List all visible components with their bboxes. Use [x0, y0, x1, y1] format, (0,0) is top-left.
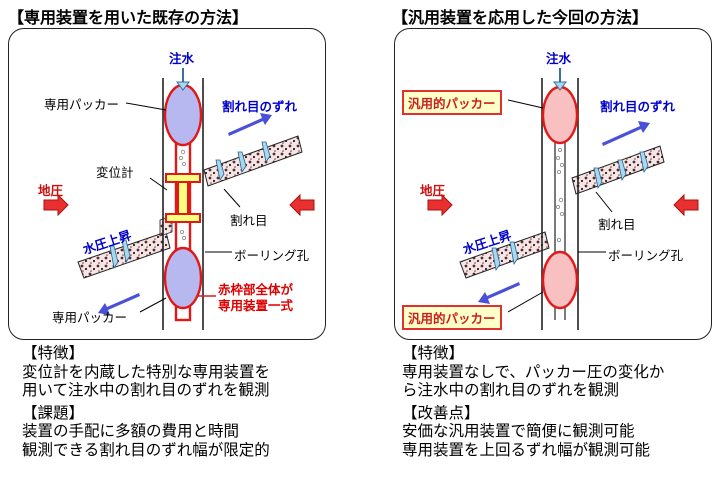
left-ground-pressure-label: 地圧 [38, 183, 64, 198]
left-leader-lines [125, 102, 241, 313]
right-water-bubbles [556, 147, 565, 242]
right-heading: 【汎用装置を応用した今回の方法】 [392, 8, 649, 27]
right-packer-top [541, 85, 579, 145]
right-water-arrow [553, 68, 567, 91]
right-crack-shift-label: 割れ目のずれ [600, 99, 676, 114]
right-ground-pressure-arrows [427, 193, 699, 217]
left-fracture-lower [77, 231, 171, 279]
left-issues-line2: 観測できる割れ目のずれ幅が限定的 [22, 440, 270, 459]
right-fracture-upper [571, 145, 665, 195]
right-ground-pressure-label: 地圧 [420, 183, 446, 198]
left-water-inject-label: 注水 [169, 51, 195, 66]
right-packer-bottom-label: 汎用的パッカー [402, 305, 502, 330]
right-improvements-line2: 専用装置を上回るずれ幅が観測可能 [402, 440, 651, 459]
left-issues-title: 【課題】 [22, 403, 85, 422]
left-red-frame-line2: 専用装置一式 [218, 298, 294, 313]
right-packer-bottom [541, 250, 579, 310]
left-issues-line1: 装置の手配に多額の費用と時間 [22, 422, 240, 440]
left-heading: 【専用装置を用いた既存の方法】 [8, 8, 249, 27]
right-water-inject-label: 注水 [546, 51, 572, 66]
left-packer-bottom [163, 246, 203, 310]
right-borehole-label: ボーリング孔 [608, 248, 684, 263]
left-packer-bottom-label: 専用パッカー [52, 310, 128, 325]
left-displacement-label: 変位計 [96, 165, 134, 180]
right-leader-lines [507, 99, 613, 313]
left-features-title: 【特徴】 [22, 344, 85, 362]
right-fracture-lower [459, 231, 550, 279]
left-crack-shift-label: 割れ目のずれ [222, 99, 298, 114]
left-displacement-gauge [165, 173, 201, 223]
left-pressure-arrows [109, 141, 271, 270]
left-red-frame-note: 赤枠部全体が 専用装置一式 [218, 282, 293, 314]
left-water-bubbles [178, 149, 186, 240]
left-diagram-panel [8, 28, 326, 340]
right-description: 【特徴】 専用装置なしで、パッカー圧の変化か ら注水中の割れ目のずれを観測 【改… [402, 344, 664, 459]
left-water-arrow [176, 68, 190, 91]
left-packer-top [163, 83, 203, 147]
left-borehole-label: ボーリング孔 [234, 248, 310, 263]
left-ground-pressure-arrows [43, 193, 315, 217]
right-features-title: 【特徴】 [402, 344, 465, 362]
right-features-line2: ら注水中の割れ目のずれを観測 [402, 381, 620, 399]
right-diagram-panel [394, 28, 712, 340]
left-shift-arrows [98, 113, 272, 315]
left-crack-label: 割れ目 [230, 213, 268, 228]
left-features-line2: 用いて注水中の割れ目のずれを観測 [22, 381, 270, 399]
right-shift-arrows [478, 121, 650, 304]
right-improvements-line1: 安価な汎用装置で簡便に観測可能 [402, 422, 635, 440]
right-features-line1: 専用装置なしで、パッカー圧の変化か [402, 362, 665, 381]
left-features-line1: 変位計を内蔵した特別な専用装置を [22, 362, 271, 381]
left-red-frame-line1: 赤枠部全体が [218, 282, 294, 297]
left-description: 【特徴】 変位計を内蔵した特別な専用装置を 用いて注水中の割れ目のずれを観測 【… [22, 344, 270, 459]
right-improvements-title: 【改善点】 [402, 403, 480, 422]
right-pressure-arrows [491, 151, 649, 272]
left-packer-top-label: 専用パッカー [44, 97, 120, 112]
right-packer-top-label: 汎用的パッカー [402, 90, 502, 115]
right-crack-label: 割れ目 [598, 217, 636, 232]
